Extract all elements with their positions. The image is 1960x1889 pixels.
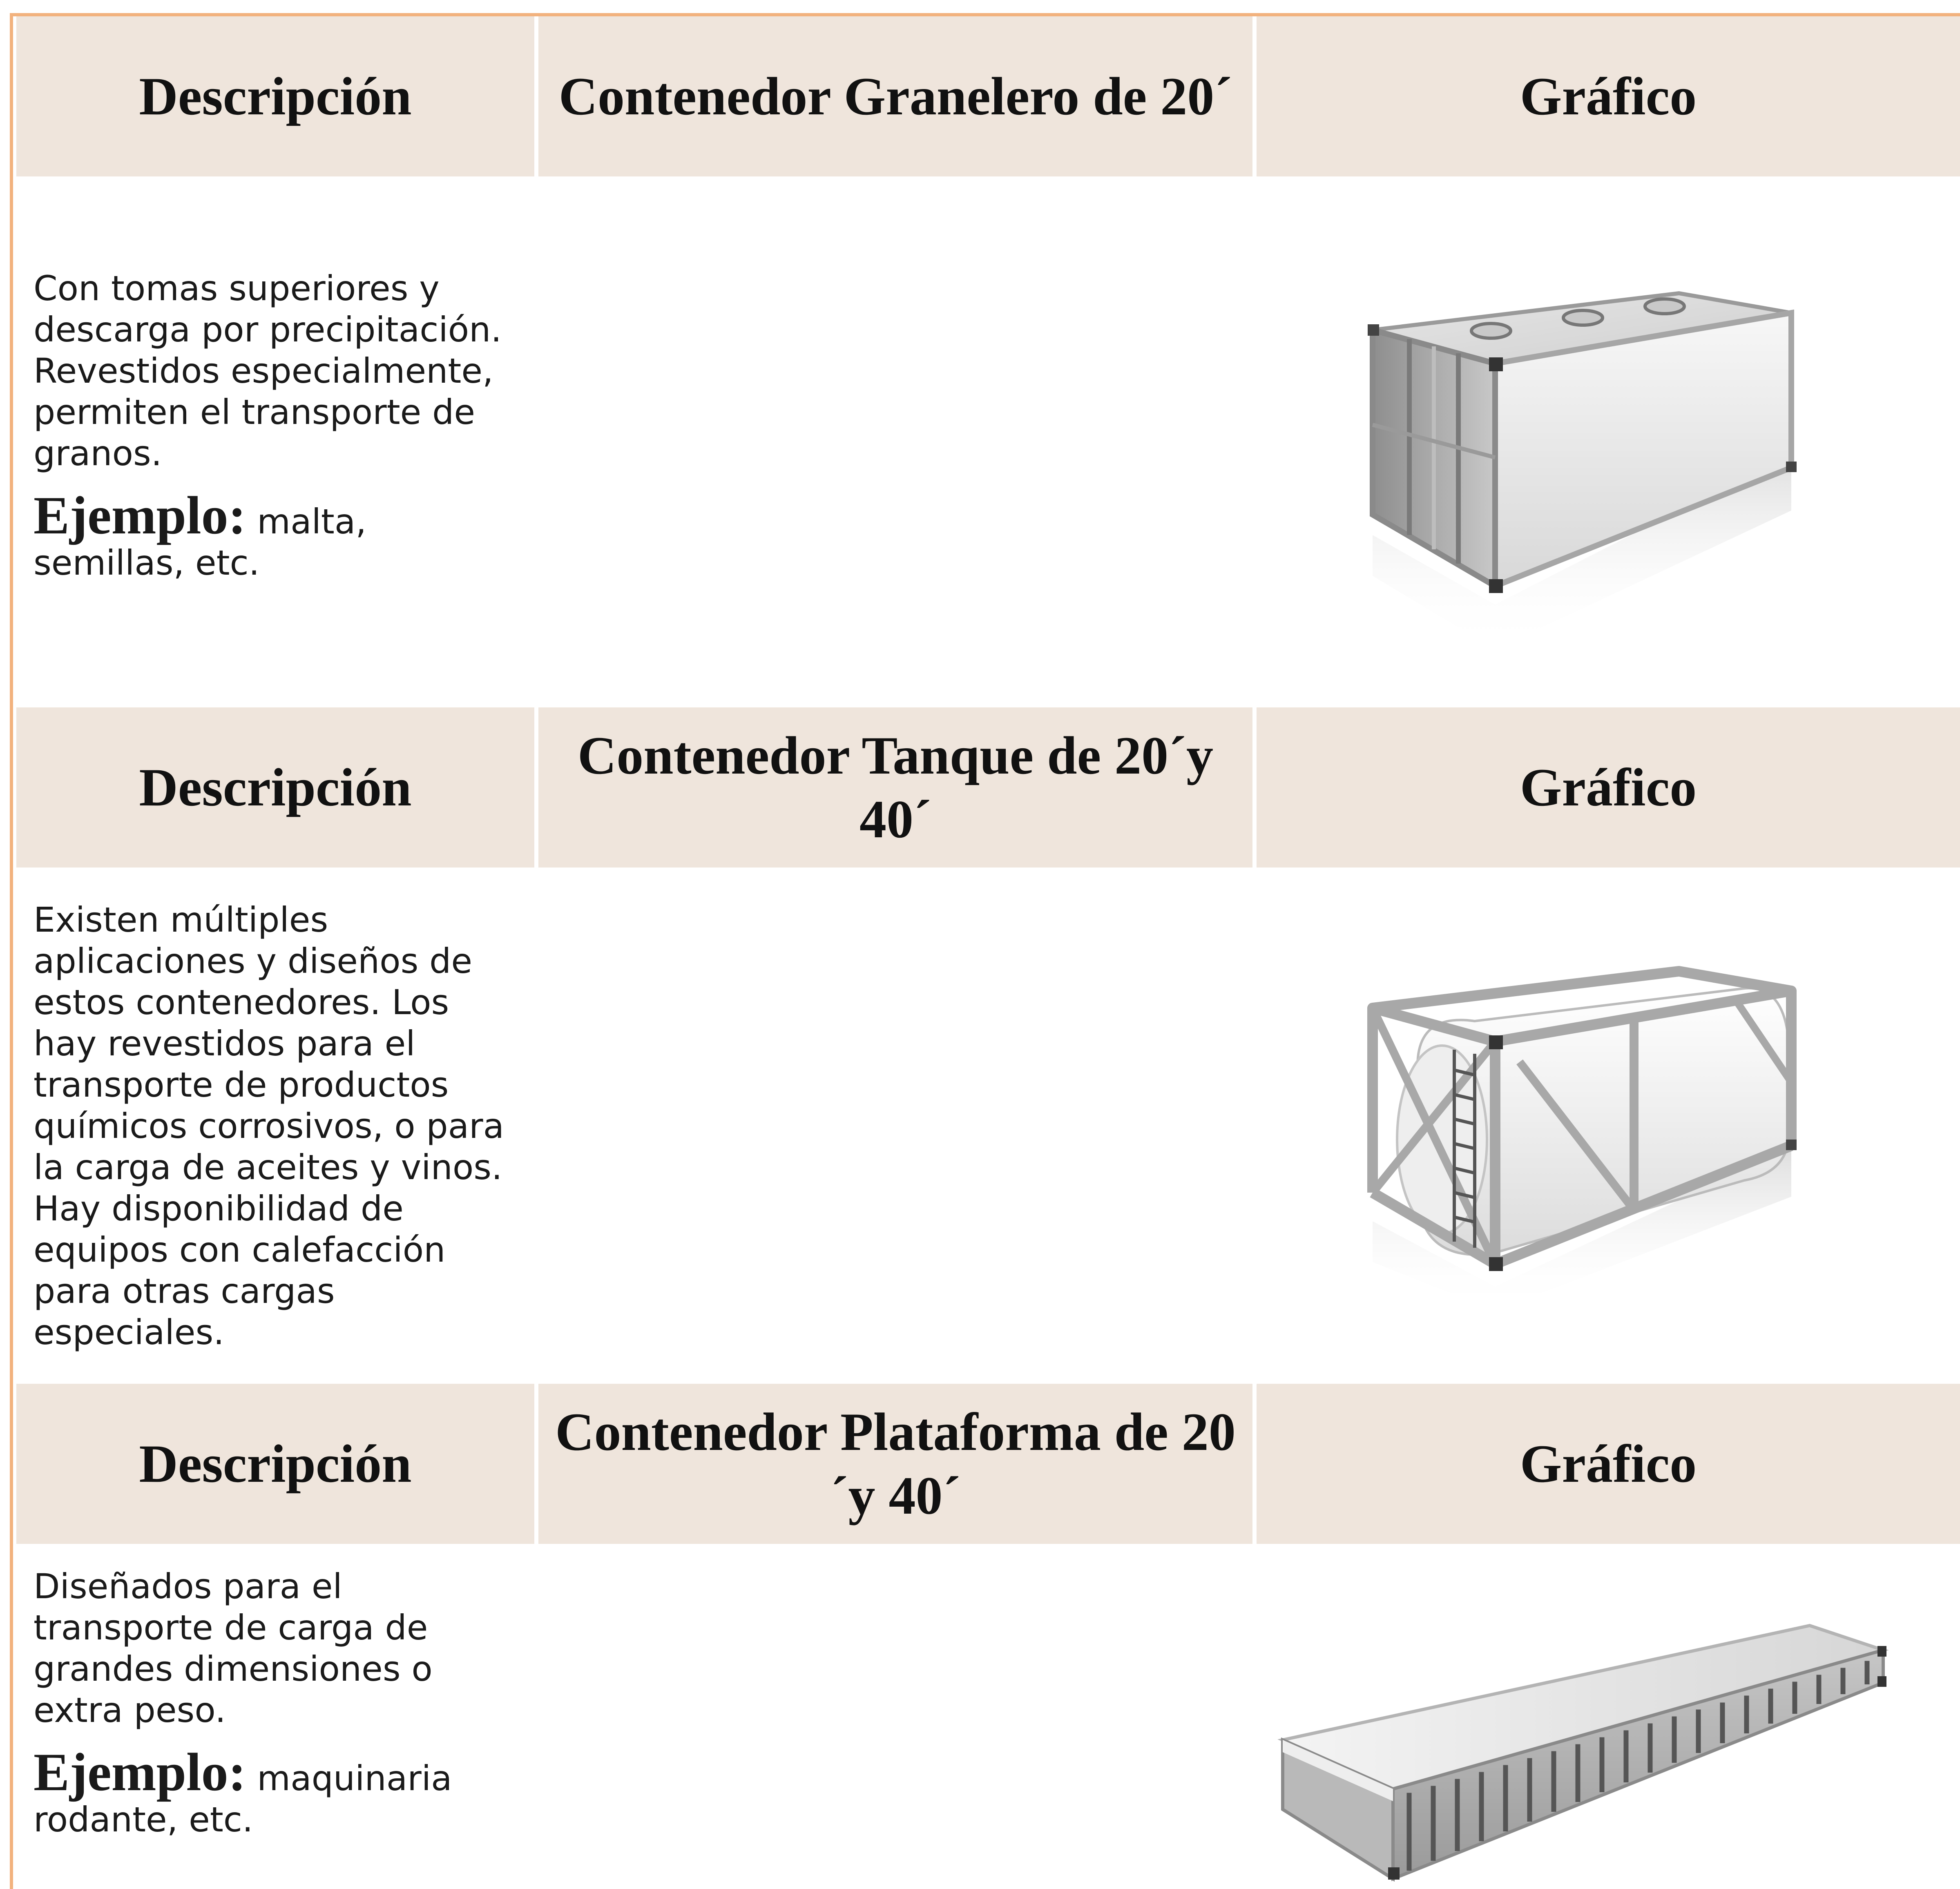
tank-container-icon: [1367, 966, 1797, 1311]
header-title-3: Contenedor Plataforma de 20´y 40´: [538, 1384, 1252, 1544]
flatrack-container-icon: [1277, 1624, 1889, 1882]
description-text-3: Diseñados para el transporte de carga de…: [33, 1566, 433, 1730]
header-title-2: Contenedor Tanque de 20´y 40´: [538, 707, 1252, 868]
example-label-3: Ejemplo:: [33, 1742, 246, 1802]
example-3: Ejemplo: maquinaria rodante, etc.: [33, 1745, 516, 1840]
description-2: Existen múltiples aplicaciones y diseños…: [33, 899, 516, 1353]
description-text-2: Existen múltiples aplicaciones y diseños…: [33, 900, 505, 1352]
example-text-1: malta, semillas, etc.: [33, 502, 367, 583]
example-label-1: Ejemplo:: [33, 485, 246, 545]
description-3: Diseñados para el transporte de carga de…: [33, 1566, 516, 1840]
example-text-3: maquinaria rodante, etc.: [33, 1758, 452, 1840]
header-title-1: Contenedor Granelero de 20´: [538, 16, 1252, 176]
description-text-1: Con tomas superiores y descarga por prec…: [33, 268, 502, 473]
table-frame: [10, 13, 1960, 1889]
header-grafico-3: Gráfico: [1257, 1384, 1960, 1544]
header-descripcion-2: Descripción: [16, 707, 534, 868]
header-grafico-2: Gráfico: [1257, 707, 1960, 868]
header-grafico-1: Gráfico: [1257, 16, 1960, 176]
header-descripcion-1: Descripción: [16, 16, 534, 176]
description-1: Con tomas superiores y descarga por prec…: [33, 268, 516, 584]
bulk-container-icon: [1368, 291, 1797, 649]
example-1: Ejemplo: malta, semillas, etc.: [33, 488, 516, 584]
header-descripcion-3: Descripción: [16, 1384, 534, 1544]
